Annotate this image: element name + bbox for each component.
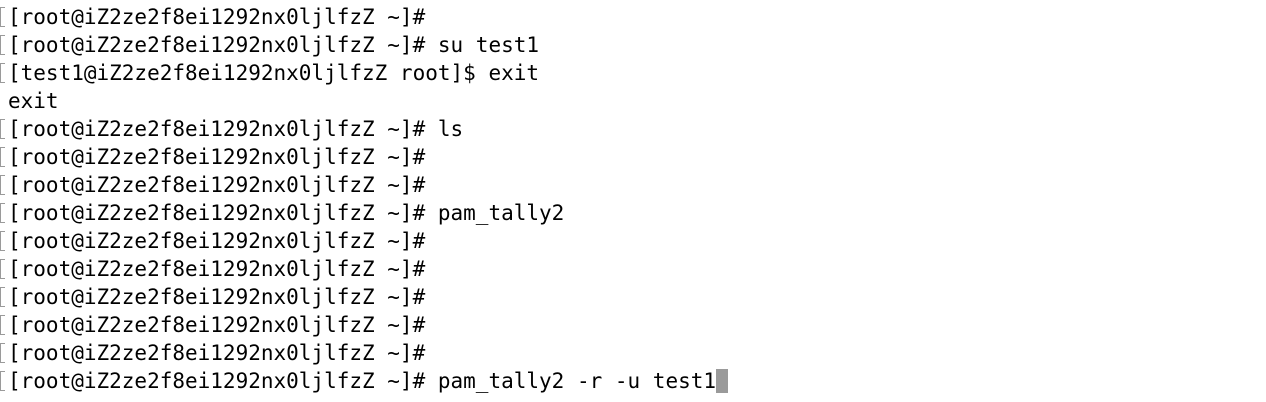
terminal-line: [root@iZ2ze2f8ei1292nx0ljlfzZ ~]# xyxy=(0,339,1266,367)
line-mark xyxy=(0,343,5,363)
line-mark xyxy=(0,203,5,223)
text-cursor xyxy=(716,369,729,393)
terminal-line: [root@iZ2ze2f8ei1292nx0ljlfzZ ~]# xyxy=(0,311,1266,339)
command-text: ls xyxy=(425,117,464,141)
prompt: [root@iZ2ze2f8ei1292nx0ljlfzZ ~]# xyxy=(8,201,426,225)
command-input-text[interactable]: pam_tally2 -r -u test1 xyxy=(425,369,717,393)
line-mark xyxy=(0,371,5,391)
prompt: [root@iZ2ze2f8ei1292nx0ljlfzZ ~]# xyxy=(8,145,426,169)
output-text: exit xyxy=(8,89,59,113)
line-mark xyxy=(0,63,5,83)
command-text: exit xyxy=(475,61,540,85)
prompt: [root@iZ2ze2f8ei1292nx0ljlfzZ ~]# xyxy=(8,33,426,57)
prompt: [root@iZ2ze2f8ei1292nx0ljlfzZ ~]# xyxy=(8,369,426,393)
prompt: [root@iZ2ze2f8ei1292nx0ljlfzZ ~]# xyxy=(8,5,426,29)
line-mark xyxy=(0,147,5,167)
terminal-line: [root@iZ2ze2f8ei1292nx0ljlfzZ ~]# pam_ta… xyxy=(0,199,1266,227)
terminal-line: [root@iZ2ze2f8ei1292nx0ljlfzZ ~]# xyxy=(0,3,1266,31)
line-mark xyxy=(0,35,5,55)
terminal-line: [root@iZ2ze2f8ei1292nx0ljlfzZ ~]# su tes… xyxy=(0,31,1266,59)
terminal-line: [root@iZ2ze2f8ei1292nx0ljlfzZ ~]# xyxy=(0,171,1266,199)
prompt: [root@iZ2ze2f8ei1292nx0ljlfzZ ~]# xyxy=(8,313,426,337)
prompt: [root@iZ2ze2f8ei1292nx0ljlfzZ ~]# xyxy=(8,229,426,253)
terminal-output-line: exit xyxy=(0,87,1266,115)
prompt: [root@iZ2ze2f8ei1292nx0ljlfzZ ~]# xyxy=(8,341,426,365)
line-mark xyxy=(0,119,5,139)
prompt: [root@iZ2ze2f8ei1292nx0ljlfzZ ~]# xyxy=(8,173,426,197)
prompt: [root@iZ2ze2f8ei1292nx0ljlfzZ ~]# xyxy=(8,285,426,309)
line-mark xyxy=(0,7,5,27)
terminal-line: [root@iZ2ze2f8ei1292nx0ljlfzZ ~]# xyxy=(0,227,1266,255)
terminal-line: [root@iZ2ze2f8ei1292nx0ljlfzZ ~]# xyxy=(0,143,1266,171)
terminal-line: [test1@iZ2ze2f8ei1292nx0ljlfzZ root]$ ex… xyxy=(0,59,1266,87)
line-mark xyxy=(0,259,5,279)
line-mark xyxy=(0,315,5,335)
command-text: su test1 xyxy=(425,33,540,57)
terminal-line: [root@iZ2ze2f8ei1292nx0ljlfzZ ~]# xyxy=(0,255,1266,283)
terminal-line: [root@iZ2ze2f8ei1292nx0ljlfzZ ~]# ls xyxy=(0,115,1266,143)
prompt: [test1@iZ2ze2f8ei1292nx0ljlfzZ root]$ xyxy=(8,61,476,85)
terminal-line: [root@iZ2ze2f8ei1292nx0ljlfzZ ~]# xyxy=(0,283,1266,311)
line-mark xyxy=(0,287,5,307)
terminal-input-line[interactable]: [root@iZ2ze2f8ei1292nx0ljlfzZ ~]# pam_ta… xyxy=(0,367,1266,395)
prompt: [root@iZ2ze2f8ei1292nx0ljlfzZ ~]# xyxy=(8,117,426,141)
command-text: pam_tally2 xyxy=(425,201,565,225)
prompt: [root@iZ2ze2f8ei1292nx0ljlfzZ ~]# xyxy=(8,257,426,281)
line-mark xyxy=(0,231,5,251)
line-mark xyxy=(0,175,5,195)
